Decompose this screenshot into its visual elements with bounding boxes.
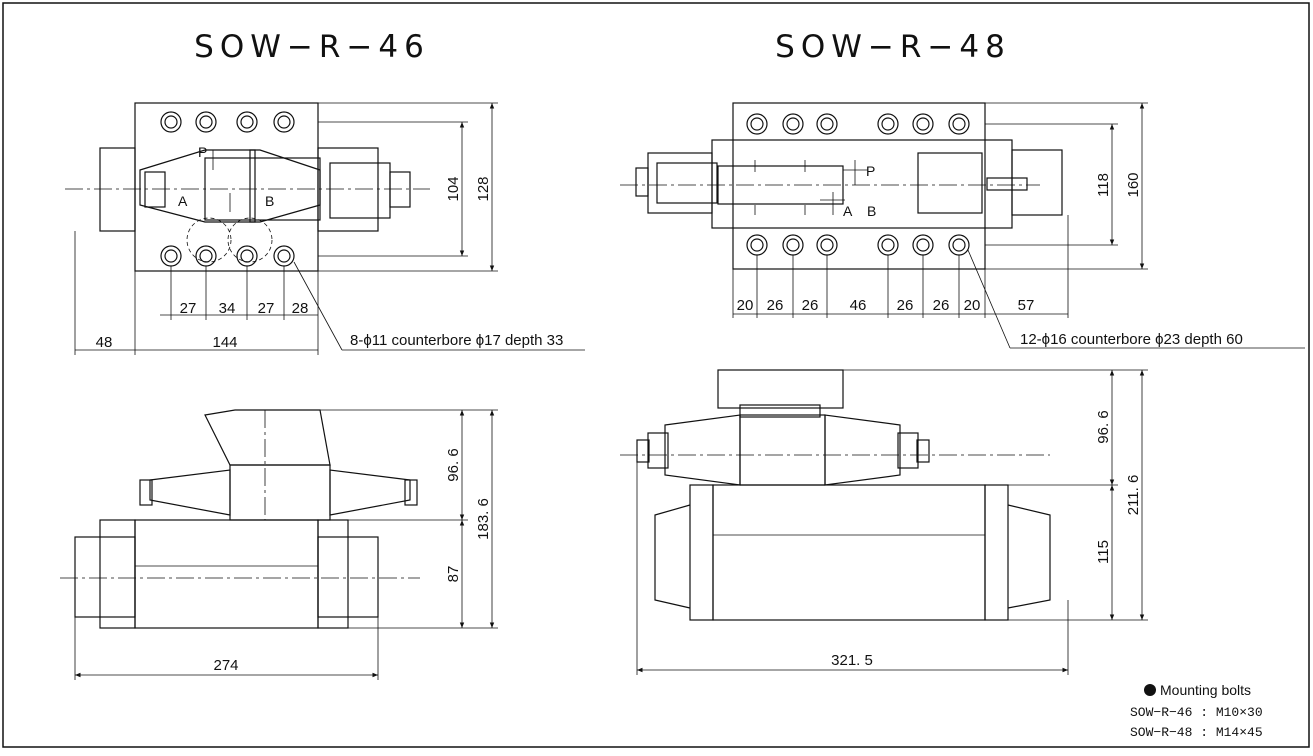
dim-274-left: 274 <box>213 657 238 674</box>
port-p-right: P <box>866 163 875 179</box>
right-top-view <box>620 102 1305 349</box>
dim-46-right: 46 <box>850 297 867 314</box>
dim-321-5-right: 321. 5 <box>831 652 873 669</box>
dim-20-right-b: 20 <box>964 297 981 314</box>
port-a-right: A <box>843 203 853 219</box>
legend-title: Mounting bolts <box>1160 682 1251 698</box>
dim-96-6-left: 96. 6 <box>445 448 462 481</box>
dim-128-left: 128 <box>475 176 492 201</box>
dim-26-right-a: 26 <box>767 297 784 314</box>
dim-26-right-b: 26 <box>802 297 819 314</box>
mounting-bolts-legend: Mounting bolts SOW−R−46 : M10×30 SOW−R−4… <box>1130 682 1263 740</box>
legend-line-46: SOW−R−46 : M10×30 <box>1130 705 1263 720</box>
bolt-row-bottom <box>160 245 295 267</box>
legend-line-48: SOW−R−48 : M14×45 <box>1130 725 1263 740</box>
dim-160-right: 160 <box>1125 172 1142 197</box>
dim-27-left-b: 27 <box>258 300 275 317</box>
left-side-view <box>60 409 498 680</box>
dim-211-6-right: 211. 6 <box>1125 475 1142 516</box>
dim-57-right: 57 <box>1018 297 1035 314</box>
right-side-view <box>620 369 1148 675</box>
bolt-row-bottom-right <box>746 234 970 256</box>
bolt-row-top-right <box>746 113 970 135</box>
bolt-row-top <box>160 111 295 133</box>
counterbore-note-left: 8-ϕ11 counterbore ϕ17 depth 33 <box>350 332 563 349</box>
dim-96-6-right: 96. 6 <box>1095 410 1112 443</box>
port-b-right: B <box>867 203 876 219</box>
dim-87-left: 87 <box>445 566 462 583</box>
dim-34-left: 34 <box>219 300 236 317</box>
dim-26-right-d: 26 <box>933 297 950 314</box>
dim-183-6-left: 183. 6 <box>475 498 492 540</box>
dim-28-left: 28 <box>292 300 309 317</box>
dim-118-right: 118 <box>1095 173 1112 197</box>
dim-27-left-a: 27 <box>180 300 197 317</box>
left-top-view <box>65 102 585 355</box>
counterbore-note-right: 12-ϕ16 counterbore ϕ23 depth 60 <box>1020 331 1243 348</box>
dim-26-right-c: 26 <box>897 297 914 314</box>
dim-20-right-a: 20 <box>737 297 754 314</box>
title-sow-r-46: SOW−R−46 <box>194 29 430 65</box>
dim-104-left: 104 <box>445 176 462 201</box>
port-a-left: A <box>178 193 188 209</box>
dim-48-left: 48 <box>96 334 113 351</box>
dim-144-left: 144 <box>212 334 237 351</box>
port-p-left: P <box>198 144 207 160</box>
filled-circle-icon <box>1144 684 1156 696</box>
dim-115-right: 115 <box>1095 540 1112 564</box>
port-b-left: B <box>265 193 274 209</box>
title-sow-r-48: SOW−R−48 <box>775 29 1011 65</box>
